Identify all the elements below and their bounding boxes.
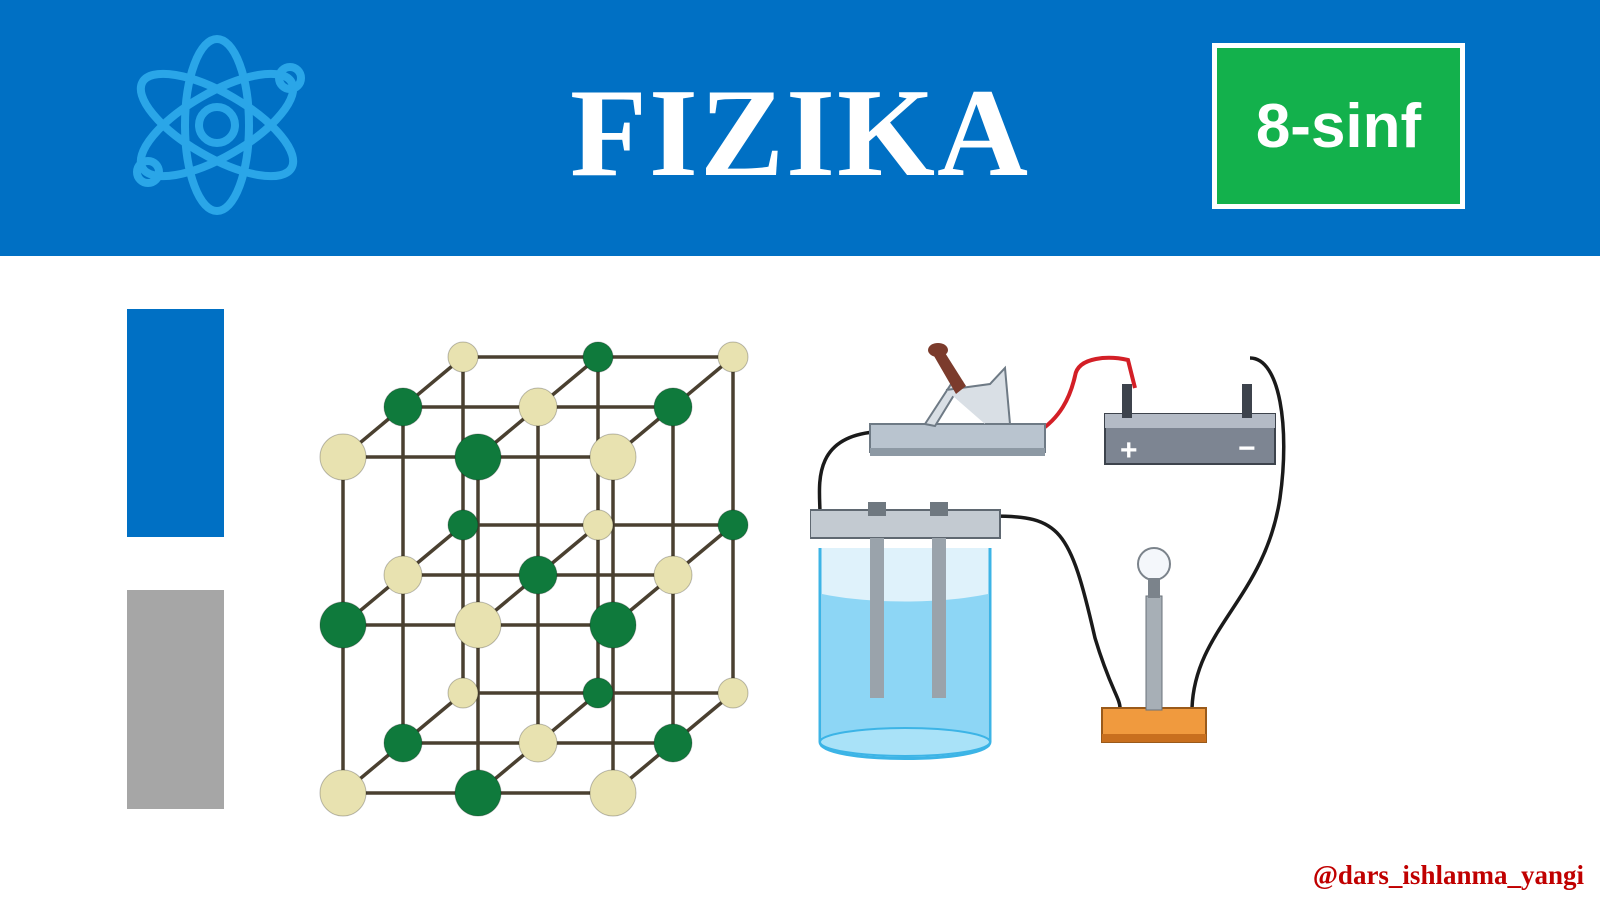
lattice-atom [582,677,614,709]
lattice-atom [717,509,749,541]
lattice-atom [383,723,423,763]
page-title: FIZIKA [569,64,1031,203]
battery-plus-label: + [1120,434,1138,467]
lattice-atom [518,555,558,595]
grade-badge-label: 8-sinf [1255,91,1422,161]
lattice-atom [447,341,479,373]
atom-icon [133,35,305,215]
lattice-atom [454,769,502,817]
battery: + − [1104,384,1276,467]
lattice-atom [447,509,479,541]
lattice-atom [319,769,367,817]
lattice-atom [589,601,637,649]
author-handle: @dars_ishlanma_yangi [1312,860,1584,890]
lattice-atom [582,509,614,541]
lattice-atom [653,555,693,595]
battery-minus-label: − [1238,432,1256,465]
lattice-atom [454,601,502,649]
lattice-atom [447,677,479,709]
lattice-atom [717,677,749,709]
lattice-atom [383,387,423,427]
lattice-atom [582,341,614,373]
grade-badge: 8-sinf [1212,43,1465,209]
lattice-atom [518,387,558,427]
electrolyte-beaker [810,502,1001,760]
light-bulb-lamp [1101,547,1207,743]
lattice-atom [653,723,693,763]
lattice-atom [454,433,502,481]
lattice-atom [653,387,693,427]
lattice-atom [589,769,637,817]
decor-bar-gray [127,590,224,809]
knife-switch [869,343,1046,456]
electrolysis-circuit-image: + − [810,343,1286,760]
lattice-atom [319,433,367,481]
lattice-atom [319,601,367,649]
crystal-lattice-image [319,341,749,817]
header-banner: FIZIKA 8-sinf [0,0,1600,256]
lattice-atom [518,723,558,763]
lattice-atom [383,555,423,595]
decor-bar-blue [127,309,224,537]
lattice-atom [717,341,749,373]
lattice-atom [589,433,637,481]
